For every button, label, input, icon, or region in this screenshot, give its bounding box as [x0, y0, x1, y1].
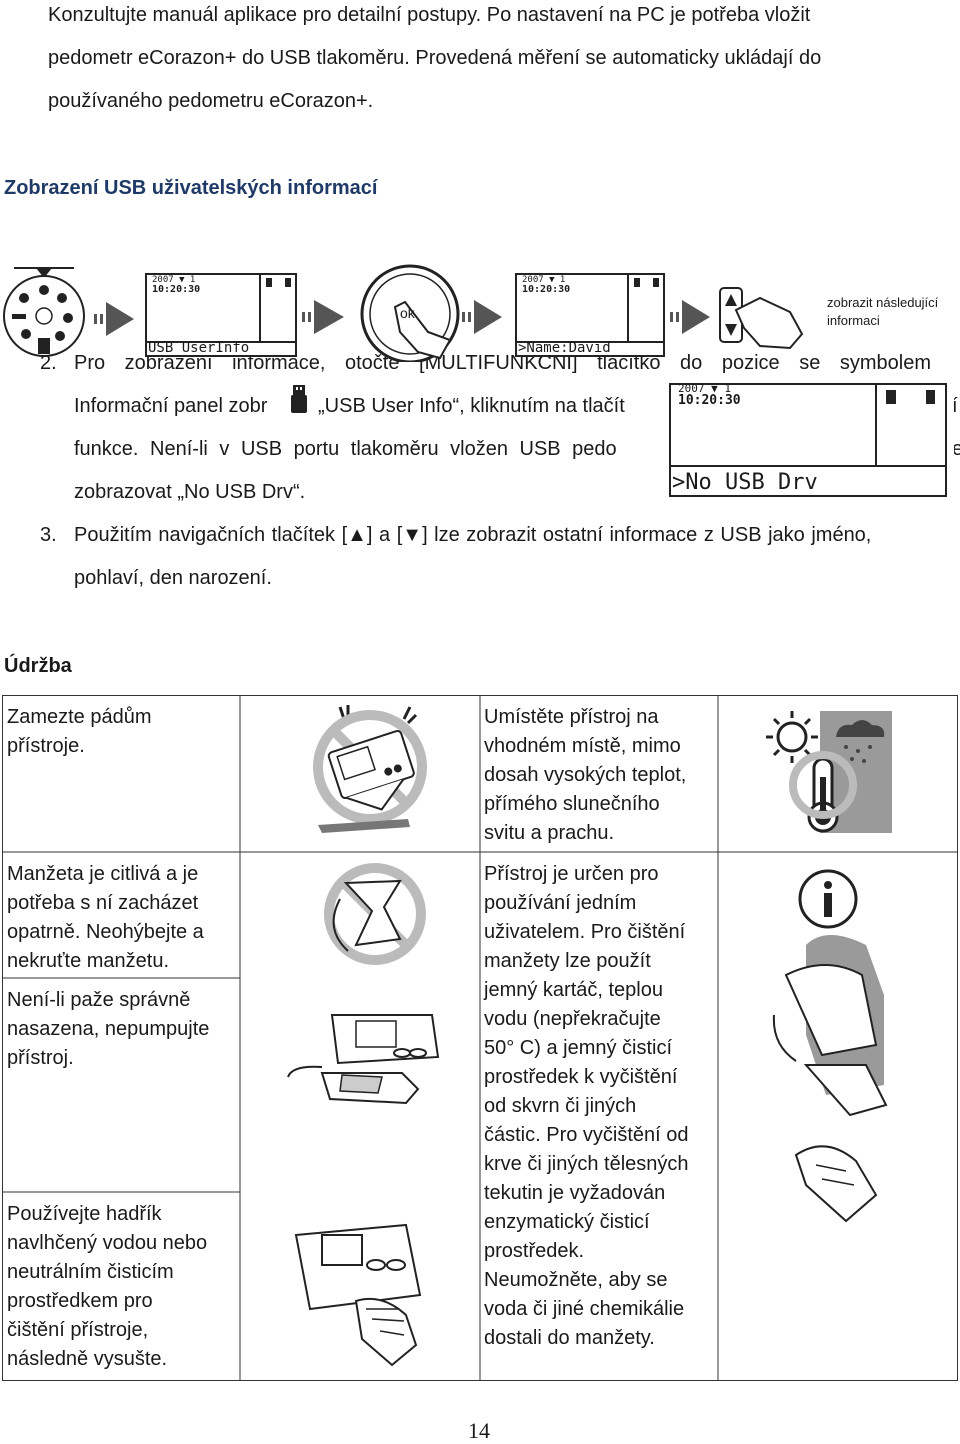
cell-line: následně vysušte. — [7, 1348, 168, 1370]
ok-button-press-icon: ok — [360, 264, 460, 362]
step3-line-1: Použitím navigačních tlačítek [▲] a [▼] … — [74, 524, 872, 546]
cell-line: opatrně. Neohýbejte a — [7, 921, 204, 943]
lcd2-time: 10:20:30 — [522, 284, 571, 295]
info-single-user-cleaning-icon — [772, 869, 888, 1223]
cell-line: nasazena, nepumpujte — [7, 1018, 210, 1040]
lcd-name-display — [515, 273, 665, 357]
step2-line-2b: „USB User Info“, kliknutím na tlačít — [318, 395, 625, 417]
lcd1-label: USB UserInfo — [148, 340, 250, 356]
arrow-right-icon — [670, 300, 710, 334]
step2-line-3: funkce. Není-li v USB portu tlakoměru vl… — [74, 438, 617, 460]
usb-section-title: Zobrazení USB uživatelských informací — [4, 177, 378, 199]
cell-line: prostředkem pro — [7, 1290, 153, 1312]
cell-line: od skvrn či jiných — [484, 1095, 637, 1117]
cell-line: vhodném místě, mimo — [484, 735, 681, 757]
step2-line-2a: Informační panel zobr — [74, 395, 268, 417]
cell-line: navlhčený vodou nebo — [7, 1232, 208, 1254]
arrow-right-icon — [302, 300, 344, 334]
multifunction-dial-icon — [3, 267, 85, 357]
cell-arm-position: Není-li paže správně nasazena, nepumpujt… — [7, 986, 209, 1073]
cell-line: manžety lze použít — [484, 950, 651, 972]
cell-placement: Umístěte přístroj na vhodném místě, mimo… — [484, 703, 686, 848]
lcd2-label: >Name:David — [518, 340, 611, 356]
intro-line-2: pedometr eCorazon+ do USB tlakoměru. Pro… — [48, 47, 822, 69]
arrow-right-icon — [94, 302, 134, 336]
cell-line: dostali do manžety. — [484, 1327, 655, 1349]
cell-line: enzymatický čisticí — [484, 1211, 650, 1233]
cell-line: vodu (nepřekračujte — [484, 1008, 661, 1030]
arrow-right-icon — [462, 300, 502, 334]
intro-line-3: používaného pedometru eCorazon+. — [48, 90, 374, 112]
step2-line-3c: e — [952, 438, 960, 460]
cell-line: dosah vysokých teplot, — [484, 764, 687, 786]
cell-line: svitu a prachu. — [484, 822, 615, 844]
no-drop-device-icon — [313, 705, 427, 833]
step3-line-2: pohlaví, den narození. — [74, 567, 272, 589]
cell-line: přístroj. — [7, 1047, 74, 1069]
arm-cuff-device-icon — [287, 1014, 440, 1105]
cell-line: Není-li paže správně — [7, 989, 191, 1011]
cell-line: neutrálním čisticím — [7, 1261, 174, 1283]
next-info-line-1: zobrazit následující — [827, 295, 939, 310]
navigation-buttons-icon — [719, 287, 804, 350]
cell-line: nekruťte manžetu. — [7, 950, 170, 972]
heat-sun-rain-icon — [766, 711, 892, 833]
maintenance-table: Zamezte pádům přístroje. Umístěte přístr… — [2, 695, 958, 1381]
step2-line-1: Pro zobrazení informace, otočte [MULTIFU… — [74, 352, 932, 374]
cell-line: Neumožněte, aby se — [484, 1269, 668, 1291]
wipe-device-icon — [294, 1223, 422, 1367]
maintenance-title: Údržba — [4, 655, 72, 677]
cell-line: Umístěte přístroj na — [484, 706, 659, 728]
cell-device-cleaning: Používejte hadřík navlhčený vodou nebo n… — [7, 1200, 207, 1374]
lcd3-time: 10:20:30 — [678, 393, 741, 408]
lcd3-date: 2007 ▼ 1 — [678, 382, 731, 395]
cell-line: Zamezte pádům — [7, 706, 152, 728]
cell-line: krve či jiných tělesných — [484, 1153, 689, 1175]
next-info-caption: zobrazit následující informaci — [827, 294, 938, 330]
cell-cuff-care: Manžeta je citlivá a je potřeba s ní zac… — [7, 860, 204, 976]
step2-line-4: zobrazovat „No USB Drv“. — [74, 481, 306, 503]
lcd1-date: 2007 ▼ 1 — [152, 275, 196, 285]
next-info-line-2: informaci — [827, 313, 880, 328]
intro-line-1: Konzultujte manuál aplikace pro detailní… — [48, 4, 811, 26]
lcd-usb-userinfo-display — [145, 273, 297, 357]
cell-line: jemný kartáč, teplou — [484, 979, 663, 1001]
usb-stick-icon — [291, 385, 307, 413]
lcd3-label: >No USB Drv — [672, 470, 818, 495]
svg-text:ok: ok — [400, 305, 416, 321]
cell-line: prostředek. — [484, 1240, 585, 1262]
lcd1-time: 10:20:30 — [152, 284, 201, 295]
lcd-no-usb-display: 2007 ▼ 1 10:20:30 >No USB Drv — [664, 380, 954, 500]
step3-number: 3. — [40, 524, 57, 546]
cell-line: přímého slunečního — [484, 793, 660, 815]
cell-drop-warning: Zamezte pádům přístroje. — [7, 703, 152, 761]
cell-line: voda či jiné chemikálie — [484, 1298, 685, 1320]
step2-number: 2. — [40, 352, 57, 374]
cell-line: potřeba s ní zacházet — [7, 892, 199, 914]
cell-line: používání jedním — [484, 892, 637, 914]
cell-line: přístroje. — [7, 735, 85, 757]
cell-line: uživatelem. Pro čištění — [484, 921, 686, 943]
no-twist-cuff-icon — [324, 863, 426, 965]
cell-line: Používejte hadřík — [7, 1203, 162, 1225]
cell-line: částic. Pro vyčištění od — [484, 1124, 689, 1146]
step2-line-2c: í — [952, 395, 958, 417]
usb-flow-illustration: ok 2007 ▼ 1 10:20:30 — [0, 262, 960, 362]
lcd2-date: 2007 ▼ 1 — [522, 275, 566, 285]
cell-line: 50° C) a jemný čisticí — [484, 1037, 673, 1059]
cell-line: tekutin je vyžadován — [484, 1182, 666, 1204]
cell-line: Manžeta je citlivá a je — [7, 863, 199, 885]
cell-line: Přístroj je určen pro — [484, 863, 659, 885]
cell-line: čištění přístroje, — [7, 1319, 149, 1341]
page-number: 14 — [468, 1418, 490, 1443]
cell-line: prostředek k vyčištění — [484, 1066, 678, 1088]
cell-single-user-cleaning: Přístroj je určen pro používání jedním u… — [484, 860, 689, 1353]
